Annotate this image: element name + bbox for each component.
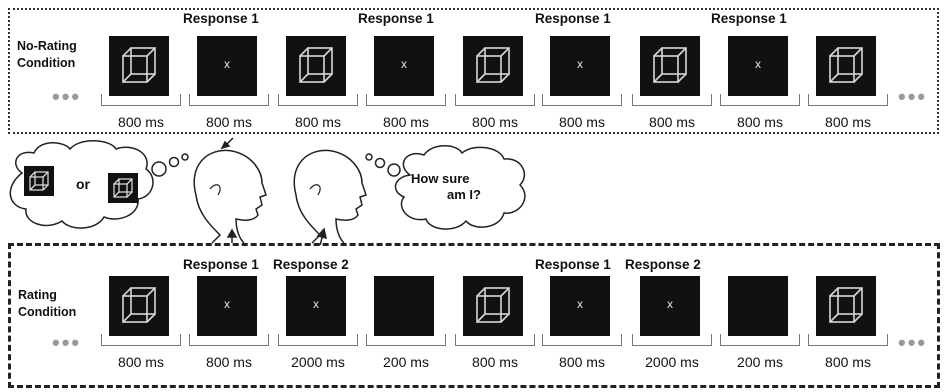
middle-illustration	[9, 137, 526, 245]
or-label: or	[76, 176, 90, 192]
blank-stimulus	[728, 276, 788, 336]
duration-bracket	[189, 94, 269, 106]
mask-symbol: x	[313, 297, 319, 311]
mask-stimulus: x	[197, 276, 257, 336]
response-label: Response 2	[273, 257, 349, 272]
duration-label: 800 ms	[472, 114, 518, 130]
rating-panel	[8, 243, 940, 388]
duration-bracket	[366, 94, 446, 106]
mask-symbol: x	[401, 57, 407, 71]
cloud-cube-1	[24, 166, 54, 196]
duration-bracket	[720, 94, 800, 106]
duration-bracket	[808, 94, 888, 106]
cube-stimulus	[286, 36, 346, 96]
no-rating-panel	[8, 8, 939, 134]
response-label: Response 2	[625, 257, 701, 272]
duration-label: 200 ms	[383, 354, 429, 370]
duration-label: 800 ms	[825, 354, 871, 370]
no-rating-label-line2: Condition	[17, 56, 76, 70]
mask-symbol: x	[667, 297, 673, 311]
thought-bubble	[168, 156, 180, 168]
ellipsis-left: •••	[52, 330, 82, 355]
cube-stimulus	[109, 36, 169, 96]
rating-label-line1: Rating	[18, 288, 57, 302]
duration-label: 800 ms	[737, 114, 783, 130]
duration-bracket	[542, 334, 622, 346]
mask-stimulus: x	[550, 36, 610, 96]
blank-stimulus	[374, 276, 434, 336]
duration-label: 800 ms	[559, 114, 605, 130]
thought-bubble	[387, 163, 401, 177]
cube-stimulus	[816, 276, 876, 336]
cube-stimulus	[816, 36, 876, 96]
cube-stimulus	[640, 36, 700, 96]
duration-bracket	[366, 334, 446, 346]
duration-bracket	[808, 334, 888, 346]
cube-stimulus	[463, 276, 523, 336]
ellipsis-left: •••	[52, 84, 82, 109]
rating-label-line2: Condition	[18, 305, 77, 319]
duration-bracket	[101, 334, 181, 346]
response-label: Response 1	[535, 257, 611, 272]
response-label: Response 1	[183, 257, 259, 272]
confidence-question-line1: How sure	[411, 171, 470, 186]
no-rating-label: No-Rating Condition	[17, 38, 77, 72]
mask-stimulus: x	[550, 276, 610, 336]
cube-stimulus	[109, 276, 169, 336]
confidence-question-line2: am I?	[447, 187, 481, 202]
thought-bubble	[181, 153, 189, 161]
mask-symbol: x	[224, 57, 230, 71]
mask-stimulus: x	[728, 36, 788, 96]
duration-label: 800 ms	[206, 114, 252, 130]
response-label: Response 1	[711, 11, 787, 26]
mask-stimulus: x	[374, 36, 434, 96]
duration-bracket	[189, 334, 269, 346]
mask-symbol: x	[577, 297, 583, 311]
duration-bracket	[455, 334, 535, 346]
thought-bubble	[365, 153, 373, 161]
cloud-cube-2	[108, 173, 138, 203]
response-label: Response 1	[535, 11, 611, 26]
no-rating-label-line1: No-Rating	[17, 39, 77, 53]
duration-bracket	[278, 94, 358, 106]
left-thought-cloud	[9, 140, 154, 229]
head-profile-2	[293, 149, 367, 244]
duration-label: 800 ms	[118, 114, 164, 130]
duration-label: 800 ms	[295, 114, 341, 130]
cube-stimulus	[463, 36, 523, 96]
duration-label: 800 ms	[472, 354, 518, 370]
duration-label: 2000 ms	[291, 354, 345, 370]
duration-bracket	[455, 94, 535, 106]
duration-label: 200 ms	[737, 354, 783, 370]
duration-bracket	[101, 94, 181, 106]
mask-symbol: x	[577, 57, 583, 71]
duration-label: 2000 ms	[645, 354, 699, 370]
ellipsis-right: •••	[898, 84, 928, 109]
mask-stimulus: x	[286, 276, 346, 336]
mask-stimulus: x	[197, 36, 257, 96]
rating-label: Rating Condition	[18, 287, 76, 321]
mask-symbol: x	[224, 297, 230, 311]
duration-label: 800 ms	[118, 354, 164, 370]
head-profile-1	[193, 149, 267, 244]
right-thought-cloud	[394, 145, 526, 230]
response-label: Response 1	[358, 11, 434, 26]
duration-label: 800 ms	[383, 114, 429, 130]
duration-label: 800 ms	[559, 354, 605, 370]
duration-bracket	[542, 94, 622, 106]
ellipsis-right: •••	[898, 330, 928, 355]
duration-bracket	[278, 334, 358, 346]
response-label: Response 1	[183, 11, 259, 26]
duration-label: 800 ms	[825, 114, 871, 130]
duration-bracket	[632, 334, 712, 346]
mask-symbol: x	[755, 57, 761, 71]
mask-stimulus: x	[640, 276, 700, 336]
duration-label: 800 ms	[206, 354, 252, 370]
thought-bubble	[374, 157, 386, 169]
duration-bracket	[720, 334, 800, 346]
confidence-question: How sure am I?	[411, 171, 481, 203]
thought-bubble	[151, 161, 167, 177]
duration-label: 800 ms	[649, 114, 695, 130]
duration-bracket	[632, 94, 712, 106]
